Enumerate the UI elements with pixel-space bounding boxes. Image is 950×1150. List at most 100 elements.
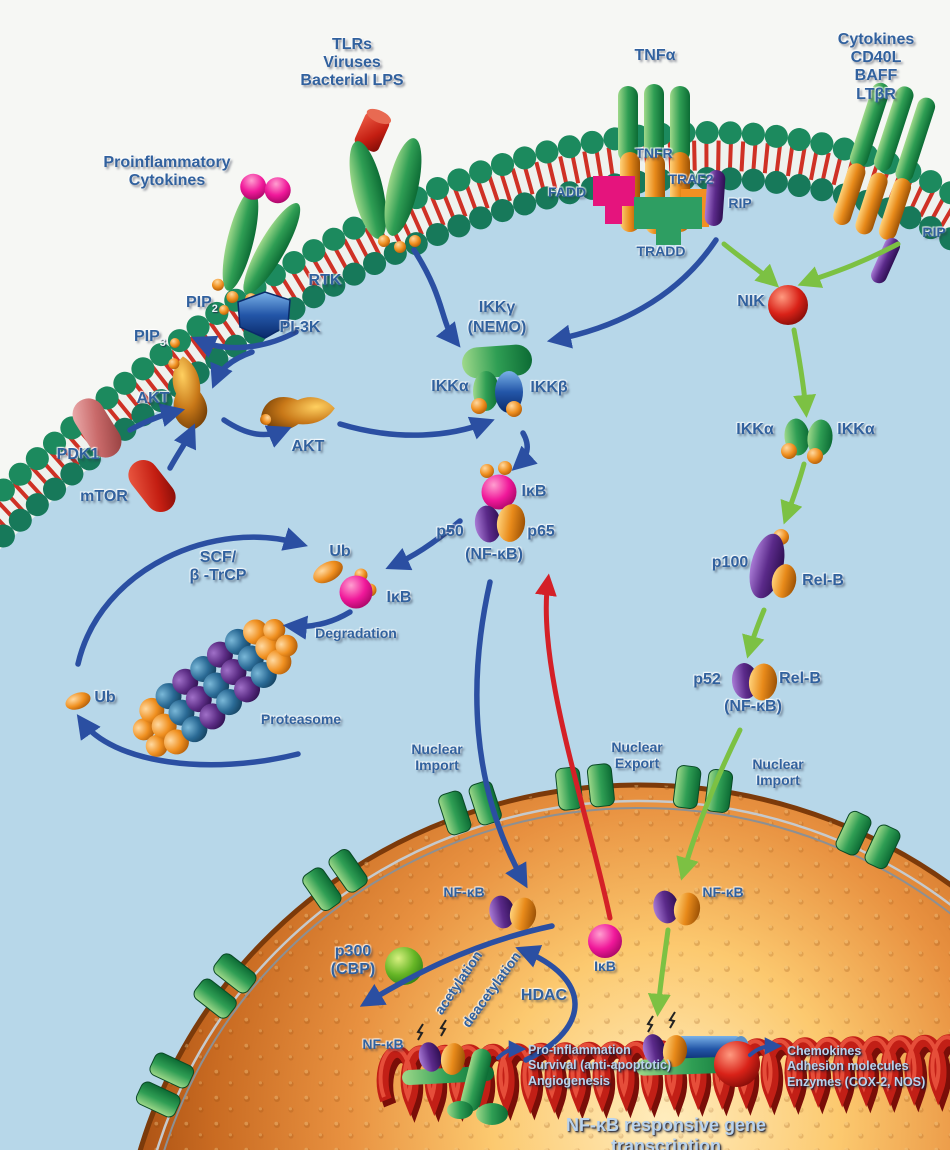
tlr-receptor	[349, 108, 422, 253]
outcomes-right-label: Chemokines Adhesion molecules Enzymes (C…	[787, 1044, 926, 1089]
cytokine-ligand-icon	[240, 173, 267, 200]
green-arrows	[647, 241, 901, 1017]
ikb-nucleus-label: IκB	[594, 958, 616, 974]
proinflammatory-cytokines-label: Proinflammatory Cytokines	[103, 154, 231, 190]
p65-label: p65	[527, 523, 555, 540]
ikb-ubiquitinated-label: IκB	[386, 589, 412, 606]
ikb-complex-label: IκB	[521, 483, 547, 500]
pdk1-kinase	[72, 398, 122, 458]
transcription-factor-ball	[714, 1041, 760, 1087]
p300-cbp-label: p300 (CBP)	[330, 943, 376, 979]
pip2-base: PIP	[186, 294, 212, 311]
acetyl-mark-icon	[668, 1011, 676, 1029]
arrow-tradd-to-nik	[721, 241, 780, 288]
ub-top-label: Ub	[329, 543, 351, 560]
pi3k-label: PI-3K	[279, 319, 321, 336]
proteasome-label: Proteasome	[260, 711, 342, 727]
hdac-label: HDAC	[520, 987, 568, 1004]
akt-kinase-active	[260, 397, 335, 431]
arrow-nuclear-export	[535, 573, 613, 921]
p100-relb-complex	[749, 529, 797, 599]
arrow-rip-to-nik	[797, 241, 901, 288]
pi3k-enzyme	[237, 291, 291, 339]
rtk-receptor	[211, 173, 301, 306]
pip2-label: PIP2	[186, 294, 218, 316]
cytokine-receptor-right	[833, 82, 936, 284]
p52-relb-complex	[731, 663, 778, 701]
ubiquitin	[65, 692, 91, 710]
nuclear-pore-icon	[135, 1052, 195, 1118]
cytokine-stimuli-label: Cytokines CD40L BAFF LTβR	[837, 31, 915, 103]
ikk-alpha-left-label: IKKα	[736, 421, 774, 438]
transcription-site-right	[636, 1011, 760, 1087]
relb-upper-label: Rel-B	[802, 572, 844, 589]
arrow-nik-to-ikka	[791, 327, 817, 418]
nfkb-dna-label: NF-κB	[362, 1036, 404, 1052]
p65-subunit	[496, 504, 526, 542]
rip-label-right: RIP	[922, 224, 946, 240]
transcription-site-left	[402, 1019, 508, 1125]
arrow-scf-cycle-top	[75, 527, 308, 667]
pip2-subscript: 2	[211, 303, 218, 315]
arrow-pdk1-to-akt	[127, 403, 186, 433]
relb-subunit	[748, 663, 778, 701]
proteasome-barrel	[132, 618, 298, 757]
akt-label-active: AKT	[291, 438, 325, 455]
arrow-outcomes-right	[748, 1037, 783, 1057]
arrow-akt-activation	[221, 417, 292, 448]
p50-label: p50	[436, 523, 464, 540]
outer-leaflet-beads	[0, 121, 950, 510]
fadd-adaptor	[593, 176, 635, 224]
akt-label-membrane: AKT	[136, 390, 170, 407]
p50-subunit	[474, 505, 502, 543]
nemo-label: (NEMO)	[467, 319, 527, 336]
pip3-subscript: 3	[159, 337, 166, 349]
ubiquitination-module	[65, 560, 377, 710]
p100-label: p100	[711, 554, 749, 571]
nemo-subunit	[462, 344, 532, 379]
degradation-label: Degradation	[315, 625, 397, 641]
ikb-nucleus-protein	[588, 924, 622, 958]
ikk-beta-label: IKKβ	[530, 379, 568, 396]
relb-subunit	[771, 564, 797, 598]
p52-label: p52	[693, 671, 721, 688]
ikb-ubiquitinated	[339, 575, 373, 609]
arrow-scf-cycle-bottom	[76, 714, 301, 768]
mtor-kinase	[128, 459, 176, 513]
arrow-ub-to-proteasome	[282, 609, 353, 640]
ikk-alpha-label: IKKα	[431, 378, 469, 395]
blue-arrows	[75, 237, 719, 1063]
nuclear-pore-icon	[835, 810, 901, 870]
nuclear-pore-icon	[555, 763, 615, 811]
nuclear-pore-icon	[302, 848, 368, 912]
arrow-akt-to-ikk	[337, 416, 495, 440]
arrow-nfkb-to-dna	[647, 927, 671, 1017]
relb-lower-label: Rel-B	[779, 670, 821, 687]
nfkb-nucleus-left-dimer	[489, 895, 537, 931]
nuclear-import-right-label: Nuclear Import	[752, 756, 804, 788]
gene-transcription-caption: NF-κB responsive gene transcription	[565, 1115, 767, 1150]
nik-label: NIK	[737, 293, 765, 310]
arrow-pip3-to-akt	[210, 349, 255, 389]
pi3k-akt-module	[72, 291, 335, 513]
arrow-p52-import	[676, 727, 743, 881]
tnfr-label: TNFR	[635, 145, 673, 161]
ikk-alpha-right-label: IKKα	[837, 421, 875, 438]
nfkb-canonical-label: (NF-κB)	[465, 546, 523, 563]
pdk1-label: PDK1	[56, 446, 100, 463]
ikb-nfkb-complex	[474, 461, 526, 543]
acetyl-mark-icon	[416, 1023, 424, 1041]
arrow-acetylation	[359, 923, 555, 1007]
nuclear-pore-icon	[438, 780, 502, 836]
acetyl-mark-icon	[646, 1015, 654, 1033]
rtk-label: RTK	[308, 272, 342, 289]
arrow-deacetylation	[515, 945, 578, 1063]
tlr-stimuli-label: TLRs Viruses Bacterial LPS	[300, 36, 404, 90]
arrow-ikk-to-ikb	[511, 430, 538, 471]
fadd-label: FADD	[547, 184, 587, 200]
outcomes-left-label: Pro-inflammation Survival (anti-apoptoti…	[528, 1043, 672, 1088]
mtor-label: mTOR	[80, 488, 128, 505]
nuclear-pore-icon	[193, 953, 257, 1019]
traf2-label: TRAF2	[668, 171, 714, 187]
